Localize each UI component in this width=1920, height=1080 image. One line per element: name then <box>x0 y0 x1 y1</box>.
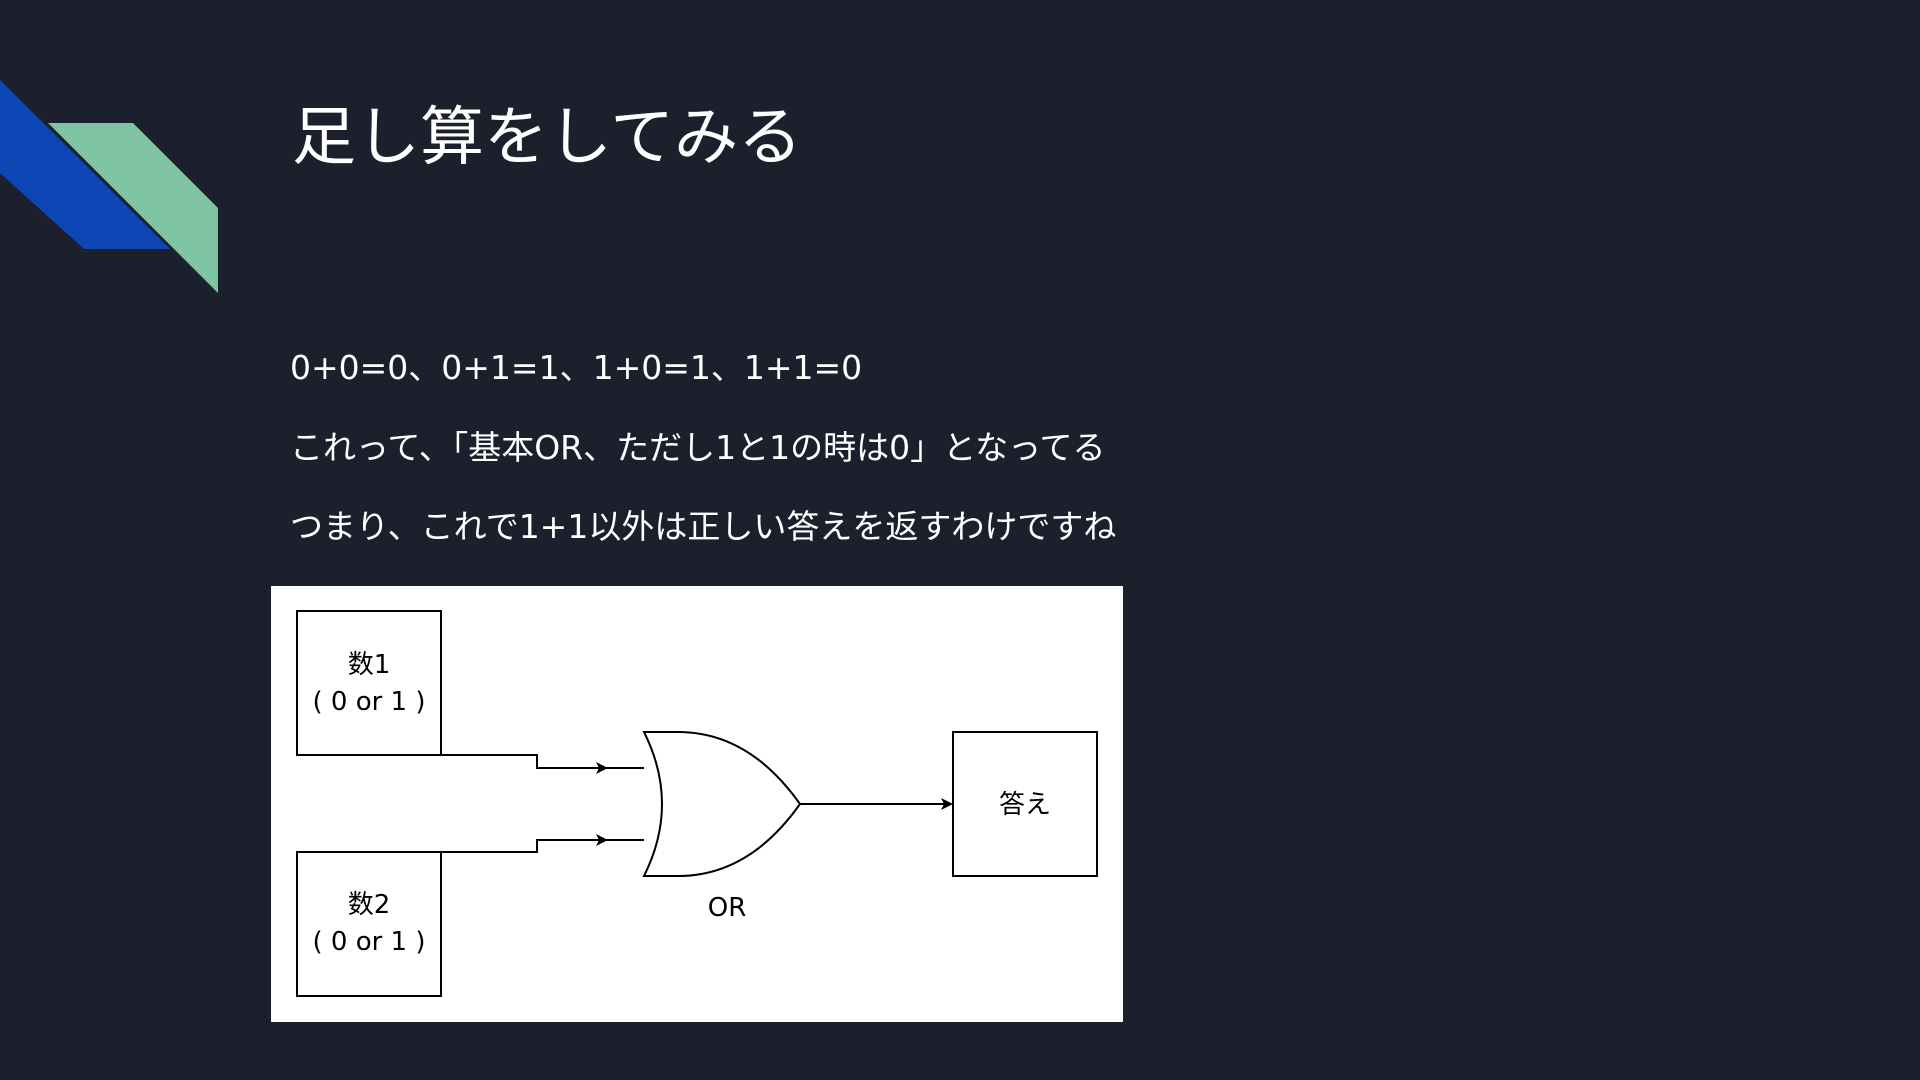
corner-decoration <box>0 80 218 293</box>
body-line-conclusion: つまり、これで1+1以外は正しい答えを返すわけですね <box>290 507 1117 546</box>
input-1-range: ( 0 or 1 ) <box>312 687 425 717</box>
green-stripe <box>48 123 218 293</box>
input-box-2: 数2 ( 0 or 1 ) <box>296 851 442 997</box>
slide-title: 足し算をしてみる <box>292 101 803 175</box>
input-2-name: 数2 <box>348 890 391 920</box>
wire-input-2 <box>441 834 608 853</box>
body-line-or-note: これって、「基本OR、ただし1と1の時は0」となってる <box>290 428 1106 467</box>
or-gate-label: OR <box>708 893 747 923</box>
output-box: 答え <box>952 731 1098 877</box>
blue-stripe <box>0 80 170 249</box>
input-2-range: ( 0 or 1 ) <box>312 927 425 957</box>
output-label: 答え <box>999 790 1051 820</box>
logic-diagram-svg: 数1 ( 0 or 1 ) 数2 ( 0 or 1 ) OR <box>296 610 1098 997</box>
or-gate <box>642 731 802 877</box>
input-1-name: 数1 <box>348 650 391 680</box>
body-line-equations: 0+0=0、0+1=1、1+0=1、1+1=0 <box>290 348 863 387</box>
input-box-1: 数1 ( 0 or 1 ) <box>296 610 442 756</box>
logic-diagram: 数1 ( 0 or 1 ) 数2 ( 0 or 1 ) OR <box>271 586 1123 1022</box>
wire-input-1 <box>441 754 608 774</box>
